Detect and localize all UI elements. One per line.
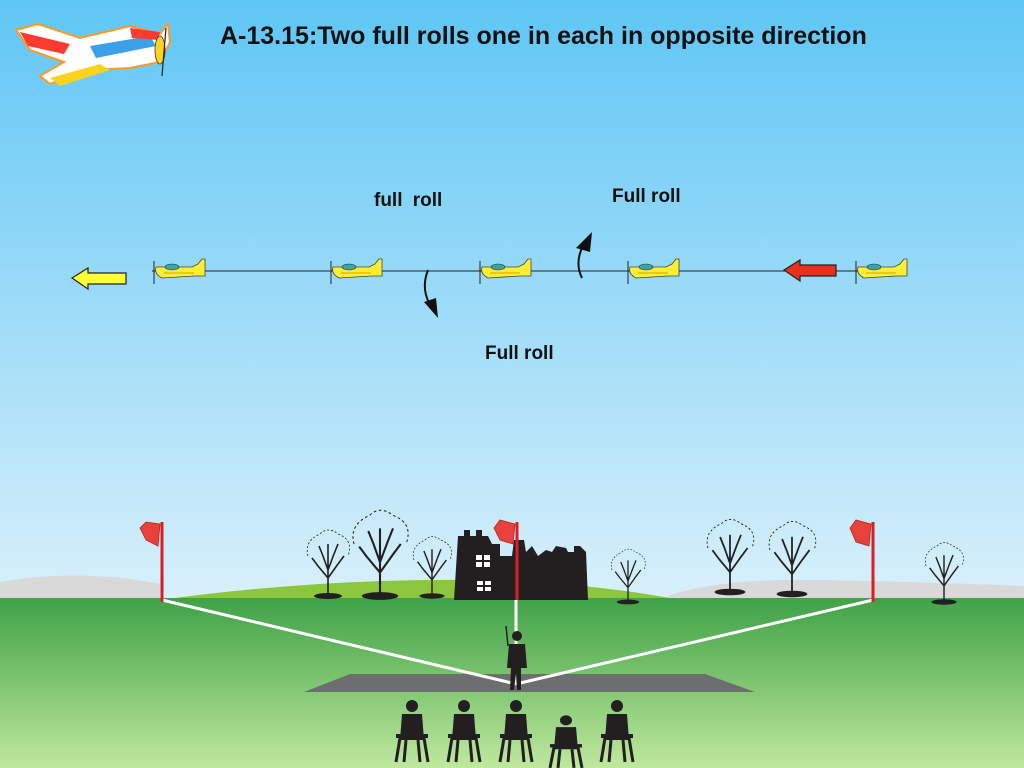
flag-icon bbox=[849, 519, 872, 547]
flag-center bbox=[493, 519, 519, 600]
flag-right bbox=[849, 519, 875, 602]
roll-label-upper: Full roll bbox=[612, 186, 681, 207]
castle-ruin-icon bbox=[454, 530, 588, 600]
aerobatic-plane-icon bbox=[14, 21, 172, 86]
left-arrow-icon bbox=[782, 258, 837, 283]
hill-right bbox=[668, 579, 1024, 600]
sight-line-left bbox=[161, 598, 517, 686]
roll-arrow-up-icon bbox=[576, 232, 592, 279]
hill-left bbox=[0, 575, 160, 600]
sky bbox=[0, 0, 1024, 600]
roll-arrow-down-icon bbox=[423, 269, 438, 318]
flag-left bbox=[139, 521, 164, 602]
pilot-silhouette-icon bbox=[505, 625, 527, 690]
page-title: A-13.15:Two full rolls one in each in op… bbox=[220, 22, 867, 50]
roll-label-first: full roll bbox=[374, 190, 443, 211]
sight-line-right bbox=[515, 598, 874, 686]
flag-icon bbox=[139, 521, 161, 547]
roll-label-lower: Full roll bbox=[485, 343, 554, 364]
flag-icon bbox=[493, 519, 516, 545]
left-arrow-icon bbox=[70, 266, 127, 291]
runway bbox=[304, 674, 755, 692]
